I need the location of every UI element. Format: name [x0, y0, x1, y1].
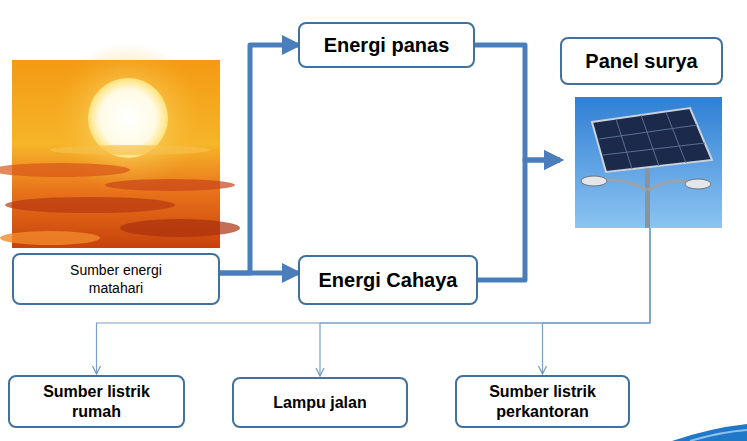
- panel-grid: [599, 112, 705, 169]
- node-label: Energi Cahaya: [319, 268, 458, 292]
- cloud: [0, 163, 130, 177]
- flow-arrow: [220, 45, 298, 273]
- process-box: Sumber listrik rumah: [8, 375, 185, 428]
- node-label: Sumber energi matahari: [41, 261, 191, 297]
- process-box: Sumber energi matahari: [12, 253, 220, 305]
- solar-panel-picture: [575, 97, 722, 228]
- cloud: [0, 231, 100, 245]
- corner-swoosh: [672, 424, 747, 441]
- component-group: Panel surya: [560, 37, 723, 228]
- cloud: [120, 219, 240, 237]
- node-label: Energi panas: [324, 33, 450, 57]
- process-box: Sumber listrik perkantoran: [455, 375, 630, 428]
- flow-arrow: [478, 160, 560, 280]
- heading-box: Panel surya: [560, 37, 723, 85]
- node-label: Panel surya: [585, 49, 697, 73]
- node-label: Sumber listrik rumah: [22, 382, 172, 422]
- process-box: Energi panas: [298, 22, 475, 68]
- panel-sky: [575, 97, 722, 228]
- node-label: Lampu jalan: [273, 393, 366, 413]
- cloud: [50, 145, 210, 155]
- cloud: [105, 179, 235, 191]
- process-box: Lampu jalan: [232, 377, 408, 428]
- sun-picture: [0, 43, 240, 248]
- corner-swoosh: [690, 430, 747, 441]
- cloud: [5, 197, 175, 213]
- node-label: Sumber listrik perkantoran: [463, 382, 623, 422]
- lamp-head: [581, 176, 607, 186]
- lamp-head: [685, 179, 711, 189]
- flow-arrow: [220, 271, 298, 276]
- flow-arrow: [543, 228, 651, 374]
- flow-arrow: [475, 45, 560, 160]
- process-box: Energi Cahaya: [298, 255, 478, 305]
- solar-panel: [592, 108, 712, 172]
